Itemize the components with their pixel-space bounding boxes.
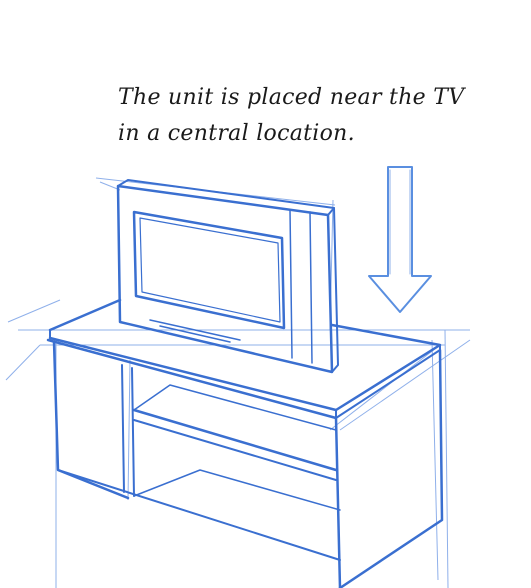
tv-stand	[48, 300, 442, 588]
down-arrow	[369, 167, 431, 312]
tv-monitor	[118, 180, 338, 372]
